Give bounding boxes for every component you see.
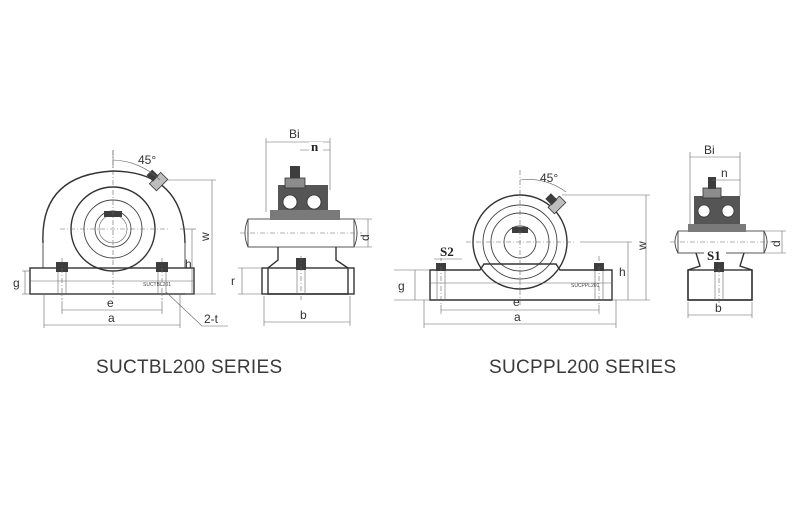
left-n-label: n [311,139,319,154]
right-a-label: a [514,310,521,324]
right-series-caption: SUCPPL200 SERIES [489,357,677,378]
left-front-view: SUCTBL201 45° w h g e a 2-t [13,150,228,328]
right-s1-label: S1 [707,248,721,263]
left-g-label: g [13,276,20,290]
right-bi-label: Bi [704,143,715,157]
right-n-label: n [721,166,728,180]
left-w-label: w [198,232,212,242]
left-b-label: b [300,308,307,322]
right-angle-label: 45° [540,171,558,185]
left-t-label: 2-t [204,312,219,326]
right-side-view: S1 Bi n d b [670,143,786,318]
left-angle-label: 45° [138,153,156,167]
left-r-label: r [231,274,235,288]
right-front-view: SUCPPL201 45° S2 w h g e [394,170,650,328]
left-bi-label: Bi [289,127,300,141]
right-w-label: w [635,241,649,251]
left-d-label: d [358,234,372,241]
right-d-label: d [769,240,783,247]
left-h-label: h [185,257,192,271]
right-b-label: b [715,301,722,315]
right-stamp-label: SUCPPL201 [571,283,600,289]
left-stamp-label: SUCTBL201 [143,282,171,288]
left-a-label: a [108,311,115,325]
right-e-label: e [513,295,520,309]
left-e-label: e [107,296,114,310]
right-h-label: h [619,265,626,279]
right-s2-label: S2 [440,244,454,259]
right-g-label: g [398,279,405,293]
left-series-caption: SUCTBL200 SERIES [96,357,283,378]
left-side-view: Bi n d r b [231,127,372,326]
